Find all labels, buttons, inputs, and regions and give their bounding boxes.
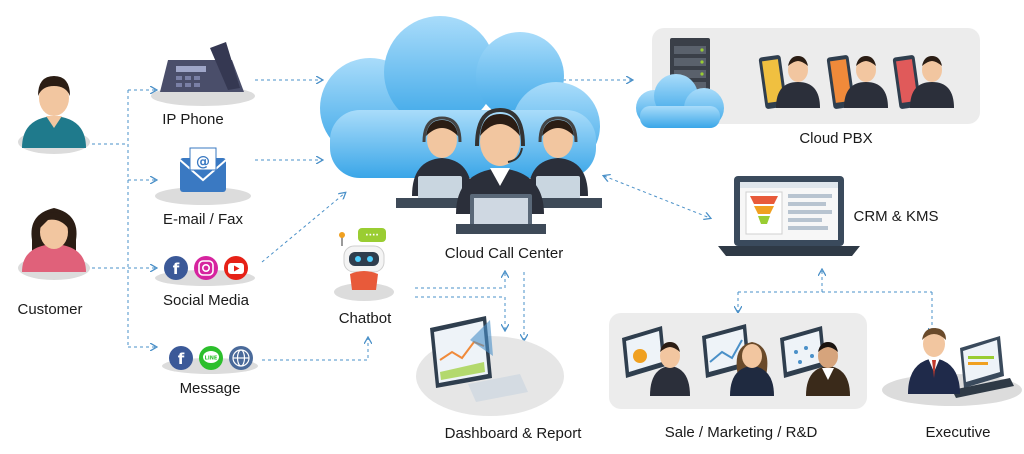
label-executive: Executive <box>925 424 990 441</box>
label-customer: Customer <box>17 301 82 318</box>
instagram-icon <box>194 256 218 280</box>
label-social-media: Social Media <box>163 292 250 309</box>
connector-chatbot-dashboard <box>415 296 505 330</box>
svg-text:f: f <box>178 350 185 368</box>
label-cloud-pbx: Cloud PBX <box>799 130 872 147</box>
facebook-icon: f <box>169 346 193 370</box>
label-chatbot: Chatbot <box>339 310 392 327</box>
connector-chatbot-cloud <box>415 272 505 289</box>
pbx-server-cloud-icon <box>636 38 724 128</box>
dashboard-report-icon <box>416 316 564 416</box>
svg-text:f: f <box>173 260 180 278</box>
label-ip-phone: IP Phone <box>162 111 223 128</box>
sales-team <box>622 324 850 396</box>
cloud-pbx-panel <box>652 28 980 124</box>
pbx-user-2 <box>826 55 888 109</box>
sales-person-3 <box>780 326 850 396</box>
pbx-user-1 <box>758 55 820 109</box>
label-crm-kms: CRM & KMS <box>853 208 938 225</box>
line-icon: LINE <box>199 346 223 370</box>
social-media-icons: f <box>155 256 255 286</box>
connector-lines <box>92 80 932 361</box>
ip-phone-icon <box>151 42 255 106</box>
pbx-user-3 <box>892 55 954 109</box>
line-glyph: LINE <box>205 356 218 362</box>
label-email-fax: E-mail / Fax <box>163 211 244 228</box>
label-sale-marketing-rd: Sale / Marketing / R&D <box>665 424 818 441</box>
connector-social-cloud <box>261 193 345 263</box>
sales-person-2 <box>702 324 774 396</box>
call-center-agents <box>396 107 602 234</box>
chatbot-bubble-glyph: ···· <box>365 231 379 241</box>
sales-person-1 <box>622 326 690 396</box>
labels: IP Phone E-mail / Fax Social Media Messa… <box>17 111 990 442</box>
customer-male-avatar <box>18 76 90 154</box>
web-globe-icon <box>229 346 253 370</box>
connector-message-chatbot <box>262 338 368 361</box>
facebook-icon: f <box>164 256 188 280</box>
label-cloud-call-center: Cloud Call Center <box>445 245 563 262</box>
crm-laptop-icon <box>718 176 860 256</box>
customer-female-avatar <box>18 208 90 280</box>
email-envelope-icon: @ <box>155 147 251 205</box>
executive-icon <box>882 328 1022 406</box>
label-dashboard-report: Dashboard & Report <box>445 425 583 442</box>
pbx-users <box>758 55 954 109</box>
connector-cloud-crm <box>604 176 710 218</box>
chatbot-robot-icon: ···· <box>334 228 394 301</box>
cloud-call-center-cloud <box>320 16 600 178</box>
message-icons: f LINE <box>162 346 258 374</box>
youtube-icon <box>224 256 248 280</box>
label-message: Message <box>180 380 241 397</box>
email-at-glyph: @ <box>196 154 210 170</box>
